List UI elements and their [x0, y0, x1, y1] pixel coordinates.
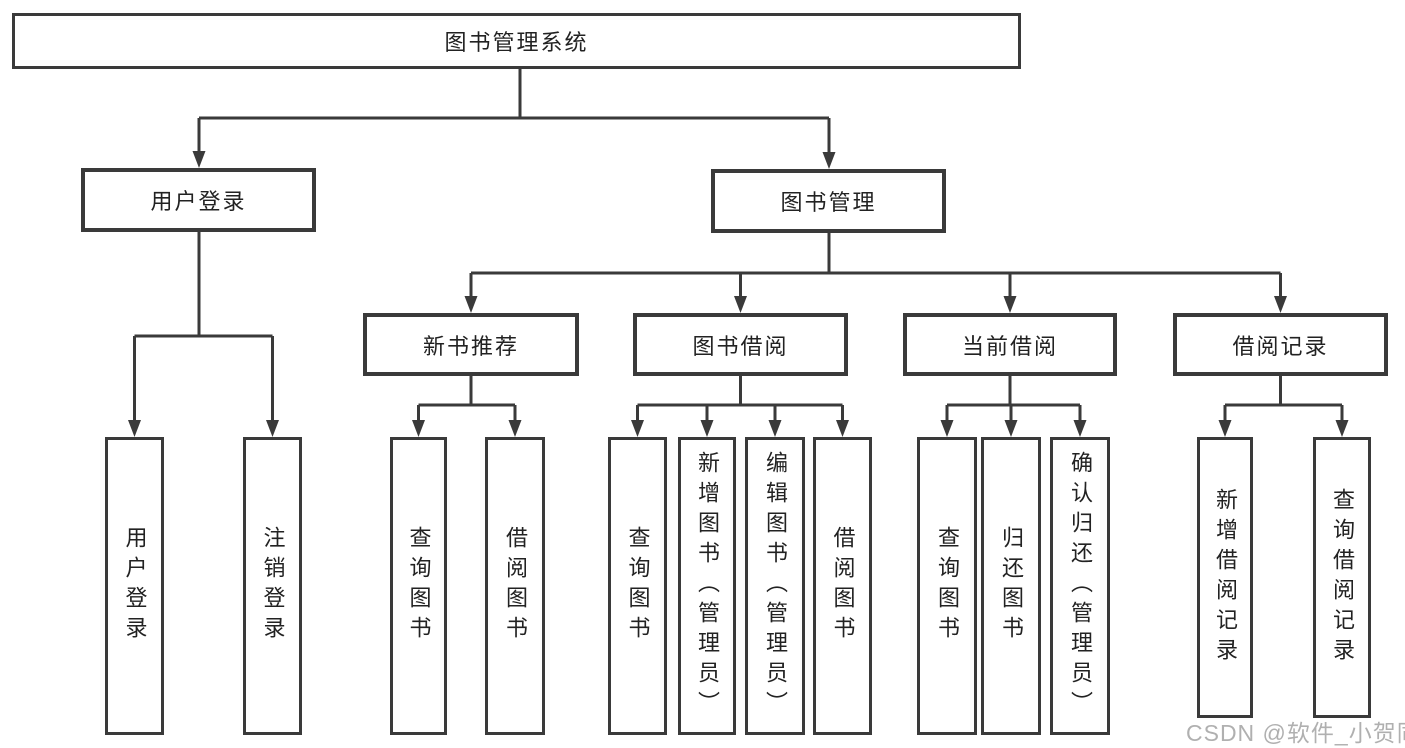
node-current-borrow: 当前借阅 — [903, 313, 1117, 376]
watermark: CSDN @软件_小贺同学 — [1186, 720, 1405, 746]
node-borrow-records: 借阅记录 — [1173, 313, 1388, 376]
node-user-login: 用户登录 — [81, 168, 316, 232]
node-root-system: 图书管理系统 — [12, 13, 1021, 69]
leaf-edit-books-admin: 编辑图书（管理员） — [745, 437, 805, 735]
leaf-query-borrow-record: 查询借阅记录 — [1313, 437, 1371, 718]
leaf-borrow-books-recommend: 借阅图书 — [485, 437, 545, 735]
leaf-query-books-current: 查询图书 — [917, 437, 977, 735]
leaf-query-books-recommend: 查询图书 — [390, 437, 447, 735]
leaf-add-borrow-record: 新增借阅记录 — [1197, 437, 1253, 718]
leaf-logout: 注销登录 — [243, 437, 302, 735]
node-book-management: 图书管理 — [711, 169, 946, 233]
node-book-borrow: 图书借阅 — [633, 313, 848, 376]
leaf-add-books-admin: 新增图书（管理员） — [678, 437, 736, 735]
node-new-book-recommend: 新书推荐 — [363, 313, 579, 376]
leaf-confirm-return-admin: 确认归还（管理员） — [1050, 437, 1110, 735]
leaf-borrow-books: 借阅图书 — [813, 437, 872, 735]
leaf-query-books-borrow: 查询图书 — [608, 437, 667, 735]
leaf-user-login: 用户登录 — [105, 437, 164, 735]
leaf-return-books: 归还图书 — [981, 437, 1041, 735]
